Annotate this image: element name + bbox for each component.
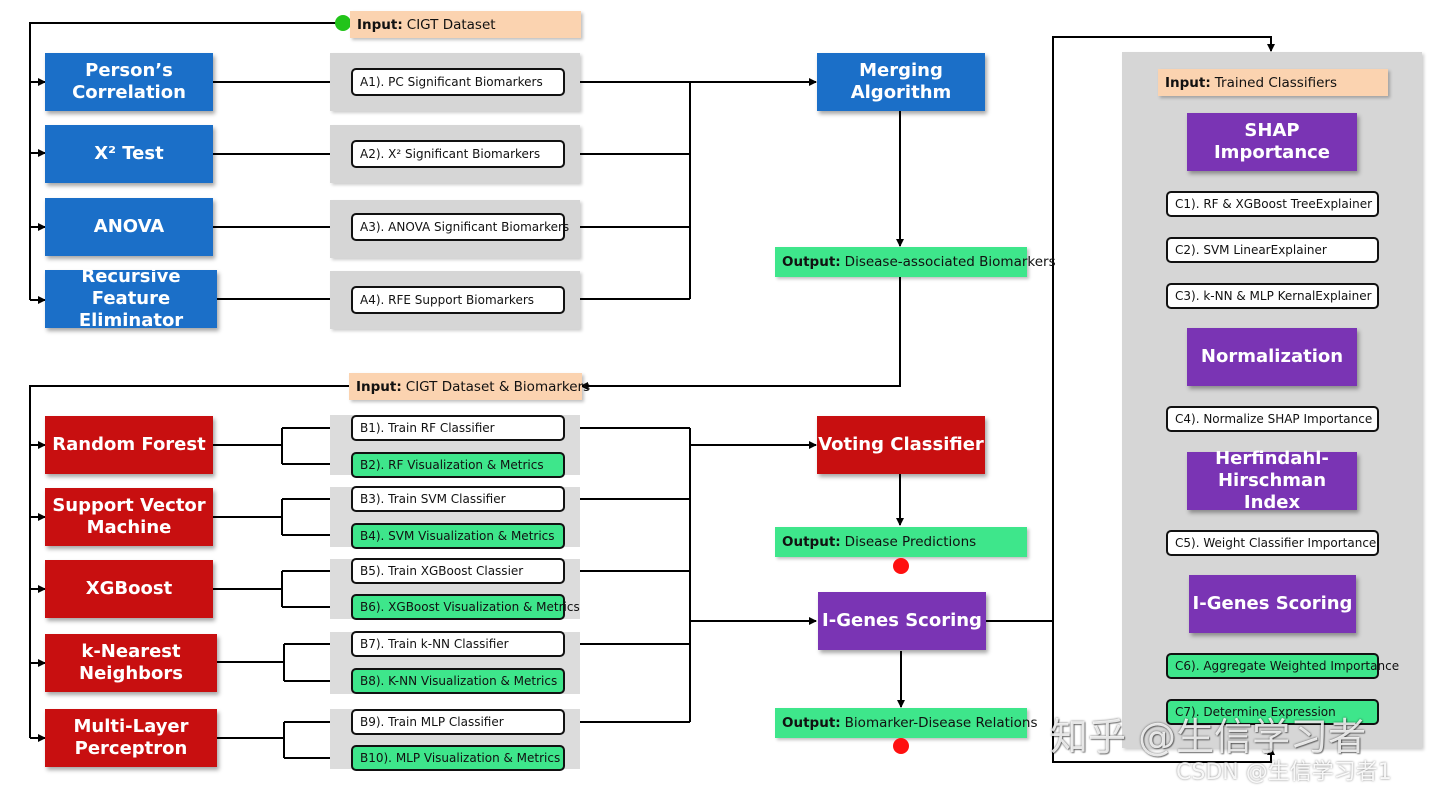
tag-text: CIGT Dataset & Biomarkers	[405, 378, 591, 395]
box-line: Support Vector	[52, 495, 206, 516]
c4-normalize-shap-box: C4). Normalize SHAP Importance	[1166, 406, 1379, 432]
start-dot	[335, 15, 351, 31]
b6-xgboost-metrics-box: B6). XGBoost Visualization & Metrics	[351, 594, 580, 620]
box-line: Machine	[86, 517, 172, 538]
box-line: SHAP Importance	[1213, 120, 1331, 163]
c6-aggregate-importance-box: C6). Aggregate Weighted Importance	[1166, 653, 1399, 679]
tag-prefix: Output:	[782, 254, 841, 270]
box-line: Normalization	[1200, 346, 1344, 367]
box-line: Neighbors	[79, 663, 183, 684]
tag-prefix: Input:	[1165, 74, 1211, 91]
igenes-scoring-main-box: I-Genes Scoring	[818, 592, 986, 650]
shap-importance-box: SHAP Importance	[1187, 113, 1357, 171]
a1-pc-biomarkers-box: A1). PC Significant Biomarkers	[351, 68, 565, 96]
box-line: Perceptron	[74, 738, 188, 759]
herfindahl-hirschman-index-box: Herfindahl-Hirschman Index	[1187, 448, 1357, 513]
normalization-box: Normalization	[1187, 328, 1357, 386]
b1-train-rf-box: B1). Train RF Classifier	[351, 415, 565, 441]
box-line: k-Nearest	[81, 641, 181, 662]
box-line: Hirschman Index	[1217, 470, 1327, 513]
output-predictions-tag: Output:Disease Predictions	[775, 527, 1027, 557]
b3-train-svm-box: B3). Train SVM Classifier	[351, 486, 565, 512]
tag-text: Disease Predictions	[844, 534, 977, 550]
box-line: ANOVA	[93, 216, 165, 237]
tag-prefix: Input:	[357, 16, 403, 33]
tag-prefix: Input:	[356, 378, 402, 395]
end-dot-predictions	[893, 558, 909, 574]
a3-anova-biomarkers-box: A3). ANOVA Significant Biomarkers	[351, 213, 569, 241]
b8-knn-metrics-box: B8). K-NN Visualization & Metrics	[351, 668, 565, 694]
box-line: Recursive Feature	[81, 266, 181, 309]
box-line: Multi-Layer	[73, 716, 189, 737]
c2-linear-explainer-box: C2). SVM LinearExplainer	[1166, 237, 1379, 263]
tag-text: Disease-associated Biomarkers	[844, 254, 1056, 270]
igenes-scoring-right-box: I-Genes Scoring	[1189, 575, 1356, 633]
tag-text: Trained Classifiers	[1214, 74, 1337, 91]
box-line: X² Test	[94, 143, 164, 164]
watermark-sub: CSDN @生信学习者1	[1176, 760, 1392, 785]
xgboost-box: XGBoost	[45, 560, 213, 618]
c1-tree-explainer-box: C1). RF & XGBoost TreeExplainer	[1166, 191, 1379, 217]
b7-train-knn-box: B7). Train k-NN Classifier	[351, 631, 565, 657]
a4-rfe-biomarkers-box: A4). RFE Support Biomarkers	[351, 286, 565, 314]
box-line: Eliminator	[78, 310, 184, 331]
anova-box: ANOVA	[45, 198, 213, 256]
tag-text: CIGT Dataset	[406, 16, 496, 33]
box-line: I-Genes Scoring	[1192, 593, 1353, 614]
c3-kernel-explainer-box: C3). k-NN & MLP KernalExplainer	[1166, 283, 1379, 309]
b10-mlp-metrics-box: B10). MLP Visualization & Metrics	[351, 745, 565, 771]
box-line: XGBoost	[85, 578, 173, 599]
c7-determine-expression-box: C7). Determine Expression	[1166, 699, 1379, 725]
c5-weight-importance-box: C5). Weight Classifier Importance	[1166, 530, 1379, 556]
chi-square-test-box: X² Test	[45, 125, 213, 183]
input-cigt-dataset-tag: Input:CIGT Dataset	[350, 11, 581, 38]
input-trained-classifiers-tag: Input:Trained Classifiers	[1158, 69, 1388, 96]
input-dataset-biomarkers-tag: Input:CIGT Dataset & Biomarkers	[349, 373, 590, 400]
b4-svm-metrics-box: B4). SVM Visualization & Metrics	[351, 523, 565, 549]
output-relations-tag: Output:Biomarker-Disease Relations	[775, 708, 1038, 738]
tag-text: Biomarker-Disease Relations	[844, 715, 1038, 731]
box-line: Voting Classifier	[818, 434, 984, 455]
tag-prefix: Output:	[782, 715, 841, 731]
box-line: Merging	[859, 60, 943, 81]
box-line: I-Genes Scoring	[822, 610, 982, 631]
box-line: Correlation	[72, 82, 186, 103]
box-line: Person’s	[85, 60, 173, 81]
b5-train-xgboost-box: B5). Train XGBoost Classier	[351, 558, 565, 584]
watermark-main: 知乎 @生信学习者	[1050, 715, 1367, 759]
box-line: Herfindahl-	[1215, 448, 1329, 469]
output-biomarkers-tag: Output:Disease-associated Biomarkers	[775, 247, 1056, 277]
b9-train-mlp-box: B9). Train MLP Classifier	[351, 709, 565, 735]
box-line: Algorithm	[850, 82, 952, 103]
voting-classifier-box: Voting Classifier	[817, 416, 985, 474]
random-forest-box: Random Forest	[45, 416, 213, 474]
a2-chi2-biomarkers-box: A2). X² Significant Biomarkers	[351, 140, 565, 168]
box-line: Random Forest	[52, 434, 206, 455]
end-dot-relations	[893, 738, 909, 754]
tag-prefix: Output:	[782, 534, 841, 550]
b2-rf-metrics-box: B2). RF Visualization & Metrics	[351, 452, 565, 478]
